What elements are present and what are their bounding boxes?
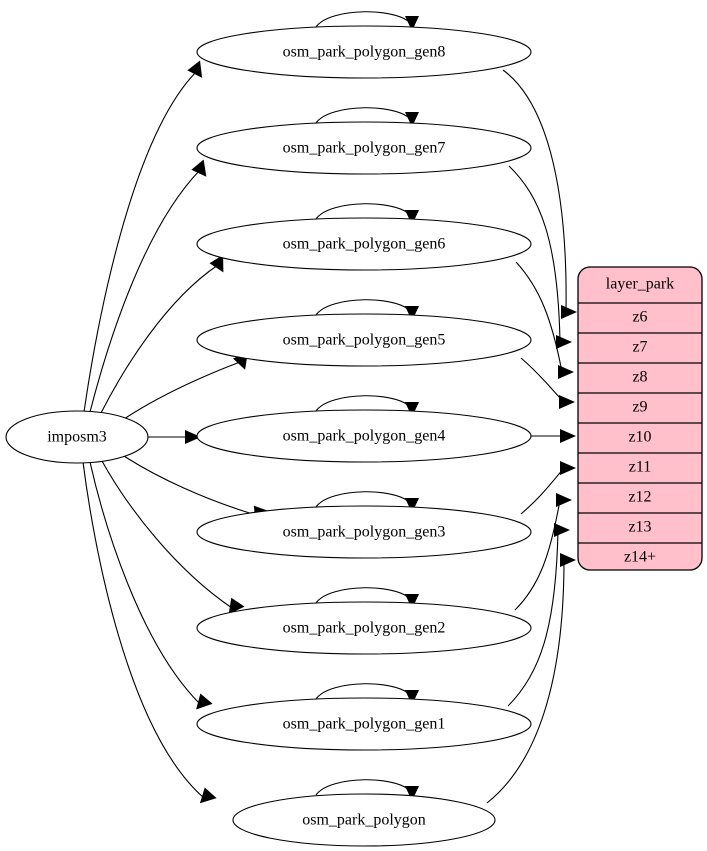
node-label-gen8: osm_park_polygon_gen8 bbox=[283, 44, 446, 61]
self-loops bbox=[315, 11, 419, 801]
edge-imposm3-to-base bbox=[82, 461, 217, 804]
edge-gen7-to-z7 bbox=[508, 165, 572, 349]
node-label-gen2: osm_park_polygon_gen2 bbox=[283, 620, 446, 637]
self-loop-gen5 bbox=[315, 299, 419, 321]
node-shape-gen5[interactable] bbox=[196, 313, 532, 367]
arrowhead-icon bbox=[561, 305, 577, 319]
node-label-imposm3: imposm3 bbox=[47, 429, 107, 446]
arrowhead-icon bbox=[556, 335, 572, 349]
arrowhead-icon bbox=[209, 254, 224, 273]
node-shape-base[interactable] bbox=[232, 793, 496, 847]
self-loop-gen3 bbox=[315, 491, 419, 513]
arrowhead-icon bbox=[405, 402, 419, 417]
table-row-z9[interactable]: z9 bbox=[632, 399, 647, 416]
self-loop-gen7 bbox=[315, 107, 419, 127]
edges-to-layer-park bbox=[486, 69, 577, 804]
node-label-gen7: osm_park_polygon_gen7 bbox=[283, 140, 446, 157]
node-gen2[interactable]: osm_park_polygon_gen2 bbox=[196, 601, 532, 655]
arrowhead-icon bbox=[405, 786, 419, 801]
edge-imposm3-to-gen6 bbox=[100, 254, 224, 414]
table-body bbox=[577, 266, 703, 571]
table-row-z8[interactable]: z8 bbox=[632, 369, 647, 386]
table-header-layer-park: layer_park bbox=[606, 276, 674, 293]
arrowhead-icon bbox=[405, 16, 419, 31]
arrowhead-icon bbox=[196, 693, 213, 710]
arrowhead-icon bbox=[405, 498, 419, 513]
arrowhead-icon bbox=[560, 553, 576, 567]
edge-gen4-to-z10 bbox=[531, 429, 576, 443]
edge-imposm3-to-gen2 bbox=[101, 460, 245, 615]
node-imposm3[interactable]: imposm3 bbox=[5, 410, 149, 464]
edge-imposm3-to-gen8 bbox=[83, 60, 203, 413]
table-row-z14-plus[interactable]: z14+ bbox=[624, 549, 656, 566]
node-gen7[interactable]: osm_park_polygon_gen7 bbox=[196, 121, 532, 175]
self-loop-gen1 bbox=[315, 683, 419, 705]
edge-gen8-to-z6 bbox=[502, 69, 577, 319]
arrowhead-icon bbox=[560, 461, 576, 475]
arrowhead-icon bbox=[405, 306, 419, 321]
arrowhead-icon bbox=[199, 787, 217, 804]
self-loop-gen6 bbox=[315, 203, 419, 225]
node-base[interactable]: osm_park_polygon bbox=[232, 793, 496, 847]
arrowhead-icon bbox=[556, 493, 572, 507]
node-shape-gen7[interactable] bbox=[196, 121, 532, 175]
edge-gen3-to-z11 bbox=[520, 461, 576, 515]
edge-imposm3-to-gen4 bbox=[148, 430, 201, 444]
node-label-gen5: osm_park_polygon_gen5 bbox=[283, 332, 446, 349]
edge-imposm3-to-gen5 bbox=[123, 352, 248, 420]
node-shape-gen4[interactable] bbox=[196, 409, 532, 463]
arrowhead-icon bbox=[558, 365, 574, 379]
arrowhead-icon bbox=[405, 210, 419, 225]
arrowhead-icon bbox=[405, 594, 419, 609]
table-row-z12[interactable]: z12 bbox=[628, 489, 651, 506]
layer-park-table[interactable]: layer_park z6 z7 z8 z9 z10 z11 z12 z13 z… bbox=[577, 266, 703, 571]
node-shape-gen2[interactable] bbox=[196, 601, 532, 655]
self-loop-gen2 bbox=[315, 587, 419, 609]
edge-base-to-z14 bbox=[486, 553, 576, 804]
edge-gen6-to-z8 bbox=[515, 261, 574, 379]
arrowhead-icon bbox=[405, 690, 419, 705]
edge-gen5-to-z9 bbox=[520, 357, 575, 409]
arrowhead-icon bbox=[559, 395, 575, 409]
node-gen5[interactable]: osm_park_polygon_gen5 bbox=[196, 313, 532, 367]
node-label-gen4: osm_park_polygon_gen4 bbox=[283, 428, 446, 445]
node-gen8[interactable]: osm_park_polygon_gen8 bbox=[196, 25, 532, 79]
node-label-base: osm_park_polygon bbox=[302, 812, 426, 829]
self-loop-base bbox=[315, 779, 419, 801]
edge-imposm3-to-gen1 bbox=[89, 461, 213, 710]
node-shape-gen3[interactable] bbox=[196, 505, 532, 559]
table-row-z13[interactable]: z13 bbox=[628, 519, 651, 536]
node-shape-gen6[interactable] bbox=[196, 217, 532, 271]
edge-gen1-to-z13 bbox=[507, 523, 570, 707]
node-gen1[interactable]: osm_park_polygon_gen1 bbox=[196, 697, 532, 751]
self-loop-gen4 bbox=[315, 395, 419, 417]
arrowhead-icon bbox=[405, 112, 419, 127]
arrowhead-icon bbox=[187, 60, 203, 78]
table-row-z6[interactable]: z6 bbox=[632, 309, 647, 326]
node-shape-imposm3[interactable] bbox=[5, 410, 149, 464]
node-label-gen6: osm_park_polygon_gen6 bbox=[283, 236, 446, 253]
node-gen4[interactable]: osm_park_polygon_gen4 bbox=[196, 409, 532, 463]
arrowhead-icon bbox=[560, 429, 576, 443]
table-row-z11[interactable]: z11 bbox=[629, 459, 652, 476]
node-label-gen1: osm_park_polygon_gen1 bbox=[283, 716, 446, 733]
node-shape-gen1[interactable] bbox=[196, 697, 532, 751]
edge-gen2-to-z12 bbox=[514, 493, 572, 611]
edge-imposm3-to-gen7 bbox=[89, 159, 207, 413]
table-row-z10[interactable]: z10 bbox=[628, 429, 651, 446]
arrowhead-icon bbox=[191, 159, 207, 177]
node-gen3[interactable]: osm_park_polygon_gen3 bbox=[196, 505, 532, 559]
node-gen6[interactable]: osm_park_polygon_gen6 bbox=[196, 217, 532, 271]
self-loop-gen8 bbox=[315, 11, 419, 31]
table-row-z7[interactable]: z7 bbox=[632, 339, 647, 356]
arrowhead-icon bbox=[228, 597, 245, 615]
node-label-gen3: osm_park_polygon_gen3 bbox=[283, 524, 446, 541]
arrowhead-icon bbox=[554, 523, 570, 537]
arrowhead-icon bbox=[185, 430, 201, 444]
node-shape-gen8[interactable] bbox=[196, 25, 532, 79]
